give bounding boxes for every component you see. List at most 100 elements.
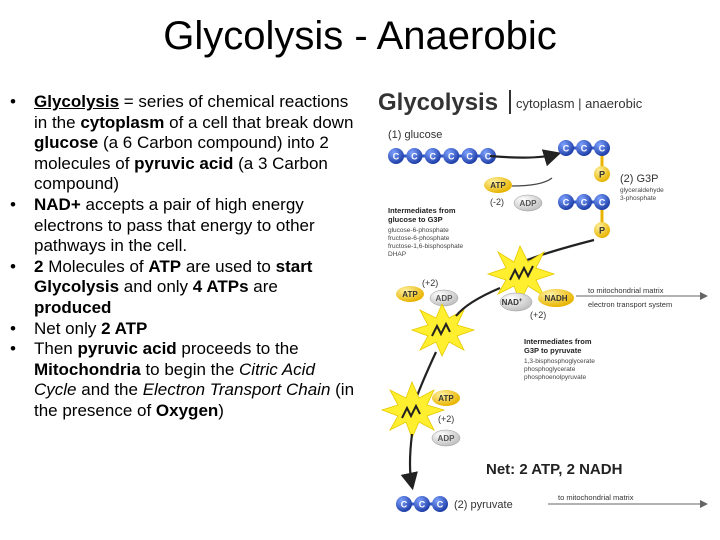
bullet-text-run: Net only [34,318,102,338]
bullet-text-run: (in the presence of [34,380,355,420]
bullet-text-run: Glycolysis [34,92,120,111]
bullet-text-run: start Glycolysis [34,256,313,297]
glucose-label: (1) glucose [388,129,442,141]
diagram-title: Glycolysis [378,89,498,116]
atp-minus-2: (-2) [490,197,504,207]
bullet-item: Net only 2 ATP [10,319,355,340]
carbon-atom [406,148,423,164]
bullet-text-run: are used to [181,256,276,276]
svg-text:C: C [599,144,606,154]
g3p-name-2: 3-phosphate [620,195,657,202]
ets-label: electron transport system [588,300,672,309]
adp-returned-label: ADP [520,199,538,208]
to-matrix-label-2: to mitochondrial matrix [558,493,634,502]
nad-badge [499,292,533,312]
bullet-text-run: = series of chemical reactions in the [34,92,349,132]
bullet-text-run: Mitochondria [34,359,141,379]
adp-2-badge [431,429,461,447]
to-matrix-label-1: to mitochondrial matrix [588,286,664,295]
atp-consumed-badge [484,177,512,193]
bullet-list: Glycolysis = series of chemical reaction… [10,92,355,422]
carbon-atom [461,148,478,164]
pyruvate-label: (2) pyruvate [454,499,513,511]
carbon-atom [443,148,460,164]
svg-text:C: C [599,198,606,208]
bullet-text-run: and the [76,380,143,400]
bullet-text-run: 2 ATP [101,318,148,338]
g3p-molecule-1: C C C P [558,140,610,182]
inter2-title-1: Intermediates from [524,337,592,346]
diagram-subtitle: cytoplasm | anaerobic [516,96,643,111]
bullet-item: 2 Molecules of ATP are used to start Gly… [10,257,355,319]
bullet-text-run: proceeds to the [176,339,299,359]
bullet-text-run: are [248,277,278,297]
bullet-item: Then pyruvic acid proceeds to the Mitoch… [10,339,355,421]
glycolysis-diagram: Glycolysis cytoplasm | anaerobic (1) glu… [378,89,708,512]
bullet-text-run: glucose [34,133,99,153]
slide-title: Glycolysis - Anaerobic [163,14,557,58]
bullet-text-run: pyruvic acid [134,153,234,173]
inter2-list: 1,3-bisphosphoglyceratephosphoglyceratep… [524,358,595,381]
intermediate-item: DHAP [388,251,406,258]
bullet-text-run: to begin the [140,359,240,379]
bullet-text-run: NAD+ [34,194,81,214]
burst1-to-burst2-arrow [455,286,501,317]
carbon-atom [480,148,496,164]
bullet-text-run: (a 3 Carbon compound) [34,153,328,194]
inter1-list: glucose-6-phosphatefructose-6-phosphatef… [388,227,464,258]
bullet-text-run: of a cell that break down [164,112,354,132]
intermediate-item: fructose-1,6-bisphosphate [388,243,464,250]
electron-zigzag-3 [401,403,421,419]
nadh-plus-2: (+2) [530,310,546,320]
svg-text:P: P [599,226,605,236]
adp-2-label: ADP [438,434,456,443]
svg-text:P: P [599,170,605,180]
carbon-symbol: C [448,152,455,162]
inter1-title-1: Intermediates from [388,206,456,215]
inter2-title-2: G3P to pyruvate [524,346,581,355]
atp1-plus-2: (+2) [422,278,438,288]
bullet-text-run: 4 ATPs [192,277,249,297]
svg-text:C: C [581,198,588,208]
svg-text:C: C [419,500,426,510]
burst3-to-pyruvate-arrow [400,433,418,491]
svg-text:C: C [437,500,444,510]
intermediate-item: glucose-6-phosphate [388,227,449,234]
atp-produced-1-badge [396,286,424,302]
bullet-text-run: Oxygen [155,400,219,420]
glucose-to-g3p-arrow [489,149,562,167]
atp-produced-2-label: ATP [438,394,454,403]
carbon-symbol: C [466,152,473,162]
bullet-text-run: Citric Acid Cycle [34,359,315,400]
bullet-item: NAD+ accepts a pair of high energy elect… [10,195,355,257]
atp-curve [511,177,553,187]
carbon-atom [424,148,441,164]
svg-text:C: C [563,144,570,154]
bullet-text-run: ATP [148,256,182,276]
carbon-atom [388,148,404,164]
g3p-label: (2) G3P [620,173,659,185]
intermediate-item: phosphoenolpyruvate [524,374,587,381]
g3p-name-1: glyceraldehyde [620,187,664,194]
bullet-item: Glycolysis = series of chemical reaction… [10,92,355,195]
atp2-plus-2: (+2) [438,414,454,424]
intermediate-item: phosphoglycerate [524,366,576,373]
carbon-symbol: C [393,152,400,162]
nad-label: NAD+ [502,298,523,307]
atp-produced-2-badge [432,390,460,406]
svg-text:C: C [401,500,408,510]
bullet-text-run: (a 6 Carbon compound) into 2 molecules o… [34,133,329,173]
svg-text:C: C [563,198,570,208]
intermediate-item: 1,3-bisphosphoglycerate [524,358,595,365]
carbon-symbol: C [430,152,437,162]
bullet-text-run: Molecules of [43,256,149,276]
electron-zigzag-1 [509,265,534,281]
bullet-text-run: cytoplasm [80,112,165,132]
nadh-label: NADH [544,294,567,303]
adp-returned-badge [513,194,543,212]
adp-1-label: ADP [436,294,454,303]
bullet-text-run: and only [119,277,193,297]
pyruvate-molecule: C C C [396,496,448,512]
intermediate-item: fructose-6-phosphate [388,235,450,242]
